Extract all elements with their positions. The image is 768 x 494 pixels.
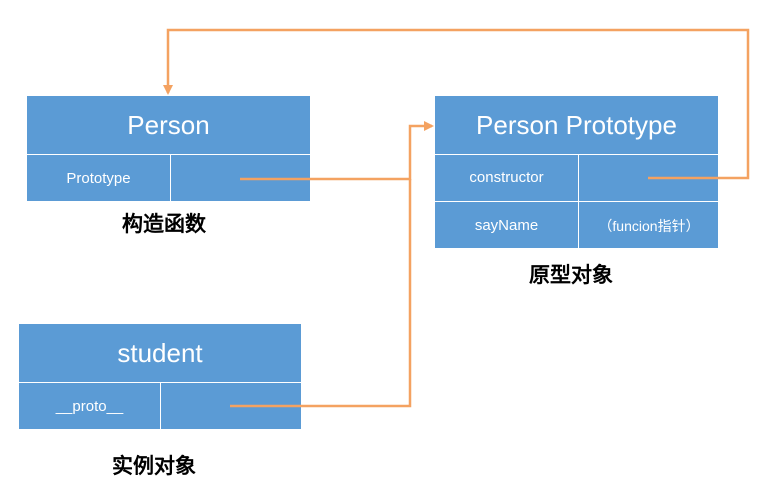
- person-prototype-label: Prototype: [66, 169, 131, 187]
- person-caption: 构造函数: [122, 212, 206, 236]
- prototype-row-divider: [435, 201, 718, 202]
- prototype-title: Person Prototype: [435, 96, 718, 155]
- prototype-sayname-label: sayName: [474, 217, 539, 234]
- person-prototype-value: [170, 154, 311, 202]
- student-box: student __proto__: [18, 323, 302, 430]
- prototype-constructor-value: [578, 154, 719, 201]
- student-proto-value: [160, 382, 302, 430]
- person-box: Person Prototype: [26, 95, 311, 202]
- person-prototype-arrow: [240, 121, 434, 181]
- prototype-box: Person Prototype constructor sayName （fu…: [434, 95, 719, 249]
- constructor-arrow: [163, 28, 750, 180]
- student-proto-arrow: [230, 179, 412, 408]
- student-caption: 实例对象: [112, 454, 196, 478]
- prototype-caption: 原型对象: [529, 263, 613, 287]
- prototype-constructor-label: constructor: [469, 169, 544, 186]
- person-title: Person: [27, 96, 310, 155]
- prototype-sayname-value: （funcion指针）: [578, 202, 719, 249]
- student-proto-label: __proto__: [55, 397, 124, 415]
